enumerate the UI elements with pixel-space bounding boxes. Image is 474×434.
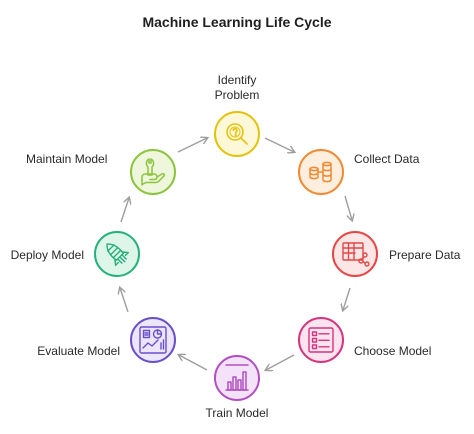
stage-node-prepare-data xyxy=(332,231,378,277)
stage-node-deploy-model xyxy=(94,231,140,277)
database-icon xyxy=(309,161,332,183)
stage-label-deploy-model: Deploy Model xyxy=(10,248,84,262)
arrow-evaluate-to-deploy xyxy=(120,288,129,313)
arrow-deploy-to-maintain xyxy=(120,198,129,223)
stage-node-identify-problem xyxy=(214,111,260,157)
stage-label-prepare-data: Prepare Data xyxy=(389,248,461,262)
stage-node-choose-model xyxy=(298,317,344,363)
stage-node-maintain-model xyxy=(130,149,176,195)
dashboard-icon xyxy=(139,326,167,354)
arrow-train-to-evaluate xyxy=(179,355,208,371)
arrow-choose-to-train xyxy=(266,354,295,370)
stage-label-collect-data: Collect Data xyxy=(354,152,420,166)
bar-chart-icon xyxy=(225,364,249,391)
rocket-icon xyxy=(106,243,130,267)
arrow-identify-to-collect xyxy=(264,137,294,152)
stage-node-collect-data xyxy=(298,149,344,195)
stage-label-choose-model: Choose Model xyxy=(354,344,432,358)
checklist-icon xyxy=(308,327,334,353)
stage-label-evaluate-model: Evaluate Model xyxy=(37,344,120,358)
diagram-title: Machine Learning Life Cycle xyxy=(142,14,332,30)
wrench-hand-icon xyxy=(141,158,166,186)
stage-label-train-model: Train Model xyxy=(205,406,269,420)
table-share-icon xyxy=(342,242,370,267)
stage-node-train-model xyxy=(214,355,260,401)
arrow-collect-to-prepare xyxy=(344,195,352,220)
arrow-maintain-to-identify xyxy=(177,138,207,153)
magnifier-question-icon xyxy=(226,123,248,145)
stage-label-maintain-model: Maintain Model xyxy=(26,152,108,166)
arrow-prepare-to-choose xyxy=(343,287,351,310)
stage-node-evaluate-model xyxy=(130,317,176,363)
